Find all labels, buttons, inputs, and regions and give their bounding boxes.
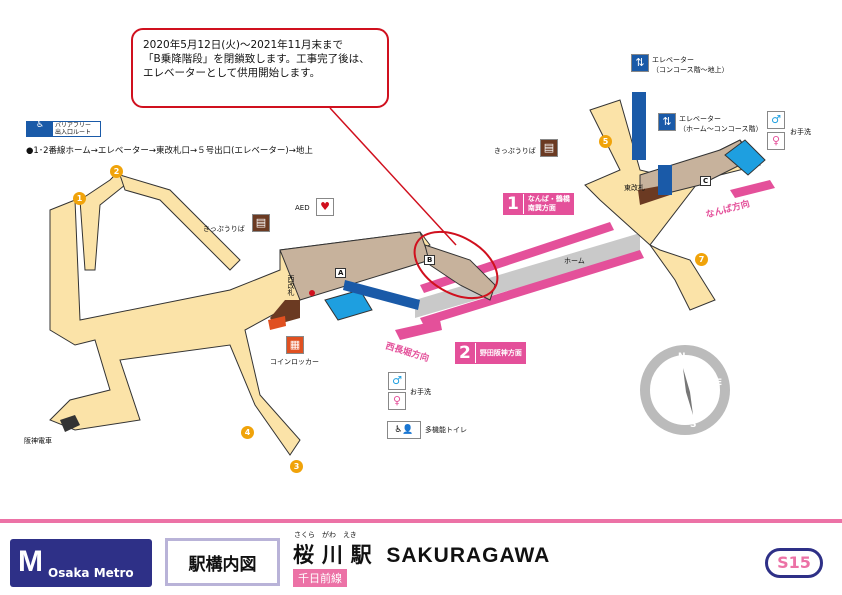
aed-dot — [309, 290, 315, 296]
exit-5-badge[interactable]: 5 — [599, 135, 612, 148]
direction-text: なんば・鶴橋 — [527, 195, 570, 203]
coin-locker-label: コインロッカー — [270, 358, 319, 366]
exit-3-badge[interactable]: 3 — [290, 460, 303, 473]
notice-line: エレベーターとして供用開始します。 — [143, 67, 321, 79]
elevator-label: （ホーム～コンコース階） — [679, 125, 763, 133]
elevator-icon: ⇅ — [658, 113, 676, 131]
stair-b-label: B — [424, 255, 436, 265]
direction-1-sign: 1 なんば・鶴橋南巽方面 — [503, 193, 574, 215]
barrier-free-route: ●1･2番線ホーム→エレベーター→東改札口→５号出口(エレベーター)→地上 — [26, 146, 313, 156]
multipurpose-toilet-icon: ♿👤 — [387, 421, 421, 439]
ticket-machine-icon: ▤ — [252, 214, 270, 232]
elevator-label: エレベーター — [679, 115, 721, 123]
ticket-label: きっぷうりば — [494, 147, 536, 155]
exit-1-stair — [79, 169, 126, 271]
m-logo-icon: M — [18, 545, 43, 578]
brand-name: Osaka Metro — [48, 566, 134, 580]
wheelchair-icon: ♿ — [27, 121, 53, 136]
direction-2-sign: 2 野田阪神方面 — [455, 342, 526, 364]
legend-label: 出入口ルート — [55, 129, 92, 136]
station-office-label: 駅長室 — [305, 306, 326, 314]
stair-a-label: A — [335, 268, 347, 278]
east-gate-label: 東改札 — [624, 184, 645, 192]
hanshin-arrow — [60, 415, 80, 432]
barrier-free-legend: ♿ バリアフリー出入口ルート — [26, 121, 101, 137]
female-toilet-icon: ♀ — [388, 392, 406, 410]
escalator-a — [343, 280, 420, 310]
station-ruby: さくら がわ えき — [294, 531, 357, 539]
map-title: 駅構内図 — [165, 538, 280, 586]
exit-4-badge[interactable]: 4 — [241, 426, 254, 439]
west-gate-label: 西改札 — [287, 275, 295, 296]
male-toilet-icon: ♂ — [388, 372, 406, 390]
osaka-metro-logo: M Osaka Metro — [10, 539, 152, 587]
stair-c-label: C — [700, 176, 712, 186]
coin-locker-block — [268, 316, 286, 330]
ticket-label: きっぷうりば — [203, 225, 245, 233]
elevator-label: エレベーター — [652, 56, 694, 64]
stair-b — [424, 244, 496, 301]
direction-text: 野田阪神方面 — [479, 348, 522, 357]
elevator-platform — [658, 165, 672, 195]
elevator-icon: ⇅ — [631, 54, 649, 72]
station-map — [49, 92, 775, 456]
toilet-label: お手洗 — [410, 388, 431, 396]
closure-notice: 2020年5月12日(火)～2021年11月末まで 「B乗降階段」を閉鎖致します… — [131, 28, 389, 108]
exit-2-stair — [119, 174, 241, 271]
line-badge: 千日前線 — [293, 569, 347, 587]
notice-line: 「B乗降階段」を閉鎖致します。工事完了後は、 — [143, 53, 370, 65]
compass-w: W — [650, 392, 660, 402]
station-name-jp: 桜 川 駅 — [293, 544, 373, 567]
compass-s: S — [690, 420, 697, 430]
multi-toilet-label: 多機能トイレ — [425, 426, 467, 434]
exit-7-badge[interactable]: 7 — [695, 253, 708, 266]
male-toilet-icon: ♂ — [767, 111, 785, 129]
legend-label: バリアフリー — [55, 122, 92, 129]
station-name: 桜 川 駅 SAKURAGAWA — [293, 539, 550, 569]
exit-2-badge[interactable]: 2 — [110, 165, 123, 178]
aed-label: AED — [295, 204, 310, 212]
station-code: S15 — [765, 548, 823, 578]
toilet-label: お手洗 — [790, 128, 811, 136]
elevator-surface — [632, 92, 646, 160]
coin-locker-icon: ▦ — [286, 336, 304, 354]
west-arrow — [395, 320, 442, 340]
ticket-machine-icon: ▤ — [540, 139, 558, 157]
elevator-label: （コンコース階～地上） — [652, 66, 729, 74]
compass-e: E — [716, 378, 723, 388]
notice-line: 2020年5月12日(火)～2021年11月末まで — [143, 39, 344, 51]
east-arrow — [730, 180, 775, 198]
toilet-block — [324, 289, 373, 321]
platform-label: ホーム — [564, 257, 585, 265]
platform — [415, 233, 640, 318]
female-toilet-icon: ♀ — [767, 132, 785, 150]
track-number: 1 — [503, 194, 524, 214]
station-name-en: SAKURAGAWA — [386, 544, 551, 567]
track-number: 2 — [455, 343, 476, 363]
east-toilet — [724, 139, 766, 176]
hanshin-label: 阪神電車 — [24, 437, 52, 445]
footer-divider — [0, 519, 842, 523]
track-2-line — [420, 250, 644, 326]
direction-text: 南巽方面 — [527, 204, 556, 212]
exit-1-badge[interactable]: 1 — [73, 192, 86, 205]
compass — [640, 345, 730, 435]
aed-icon: ♥ — [316, 198, 334, 216]
compass-n: N — [678, 352, 686, 362]
closed-stair-highlight — [413, 230, 499, 300]
